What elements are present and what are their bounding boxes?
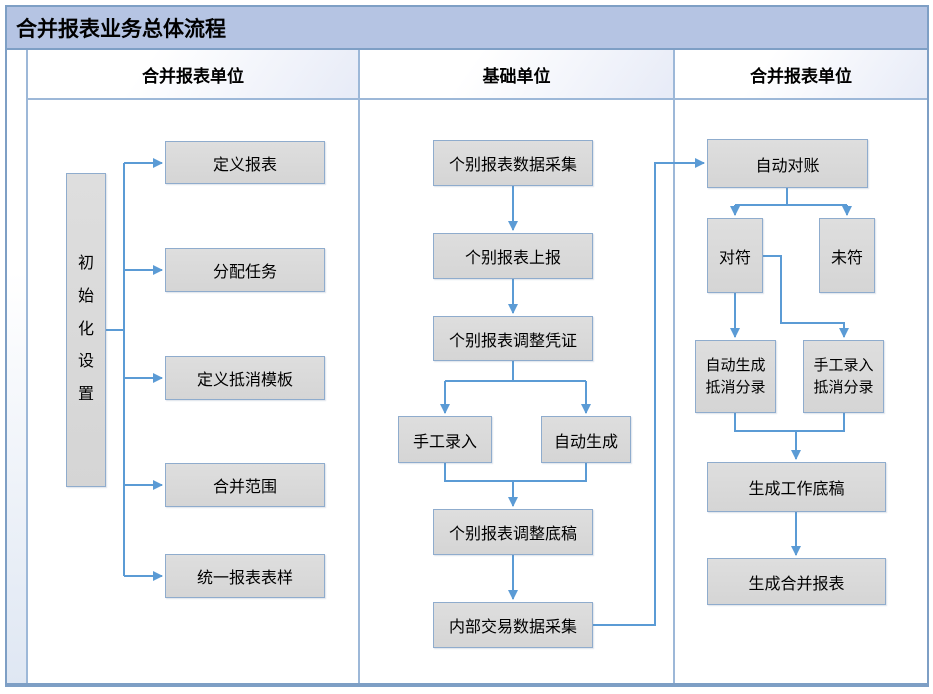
node-label: 自动对账 [755,157,820,175]
node-manual-elimination-entry: 手工录入抵消分录 [803,340,884,413]
node-define-elimination-template: 定义抵消模板 [165,356,325,400]
node-individual-adjust-voucher: 个别报表调整凭证 [433,316,593,361]
node-matched: 对符 [707,218,763,293]
node-label: 个别报表上报 [464,250,561,267]
lane-header-consolidation-left: 合并报表单位 [28,50,358,100]
node-label: 手工录入 [412,433,477,451]
node-auto-reconcile: 自动对账 [707,139,868,188]
diagram-title: 合并报表业务总体流程 [16,17,226,41]
node-label: 初始化设置 [78,255,95,404]
lane-body-middle [360,100,673,683]
left-margin-strip [7,50,28,683]
lane-header-label: 基础单位 [482,66,551,86]
node-generate-working-paper: 生成工作底稿 [707,462,886,512]
node-label: 个别报表调整凭证 [448,332,577,350]
node-label: 未符 [830,249,863,267]
node-individual-submit: 个别报表上报 [433,233,593,279]
node-individual-data-collect: 个别报表数据采集 [433,140,593,186]
node-internal-trade-collect: 内部交易数据采集 [433,602,593,648]
node-label: 统一报表表样 [196,570,293,587]
node-unified-report-style: 统一报表表样 [165,554,325,598]
node-define-report: 定义报表 [165,141,325,184]
lane-header-label: 合并报表单位 [142,66,244,86]
node-generate-consolidated-report: 生成合并报表 [707,558,886,605]
node-label: 自动生成抵消分录 [705,356,766,396]
lane-consolidation-unit-right: 合并报表单位 [675,50,927,683]
node-label: 合并范围 [212,479,277,496]
node-label: 手工录入抵消分录 [813,356,874,396]
node-label: 对符 [718,249,751,267]
node-label: 个别报表调整底稿 [448,526,577,543]
lane-consolidation-unit-left: 合并报表单位 [28,50,360,683]
lane-base-unit: 基础单位 [360,50,675,683]
node-label: 生成工作底稿 [748,481,845,498]
node-label: 分配任务 [212,264,277,281]
lane-header-base-unit: 基础单位 [360,50,673,100]
node-label: 定义抵消模板 [196,372,293,389]
lane-header-label: 合并报表单位 [750,66,852,86]
lane-header-consolidation-right: 合并报表单位 [675,50,927,100]
node-label: 自动生成 [553,433,618,451]
node-consolidation-scope: 合并范围 [165,463,325,507]
node-manual-entry: 手工录入 [398,416,492,463]
node-label: 个别报表数据采集 [448,157,577,174]
diagram-title-bar: 合并报表业务总体流程 [5,5,929,50]
node-label: 内部交易数据采集 [448,619,577,636]
node-init-settings: 初始化设置 [66,173,106,487]
node-label: 生成合并报表 [748,575,845,593]
node-label: 定义报表 [212,156,277,174]
node-assign-task: 分配任务 [165,248,325,292]
node-auto-generate-elimination-entry: 自动生成抵消分录 [695,340,776,413]
node-individual-adjust-draft: 个别报表调整底稿 [433,509,593,555]
node-auto-generate: 自动生成 [541,416,631,463]
node-unmatched: 未符 [819,218,875,293]
